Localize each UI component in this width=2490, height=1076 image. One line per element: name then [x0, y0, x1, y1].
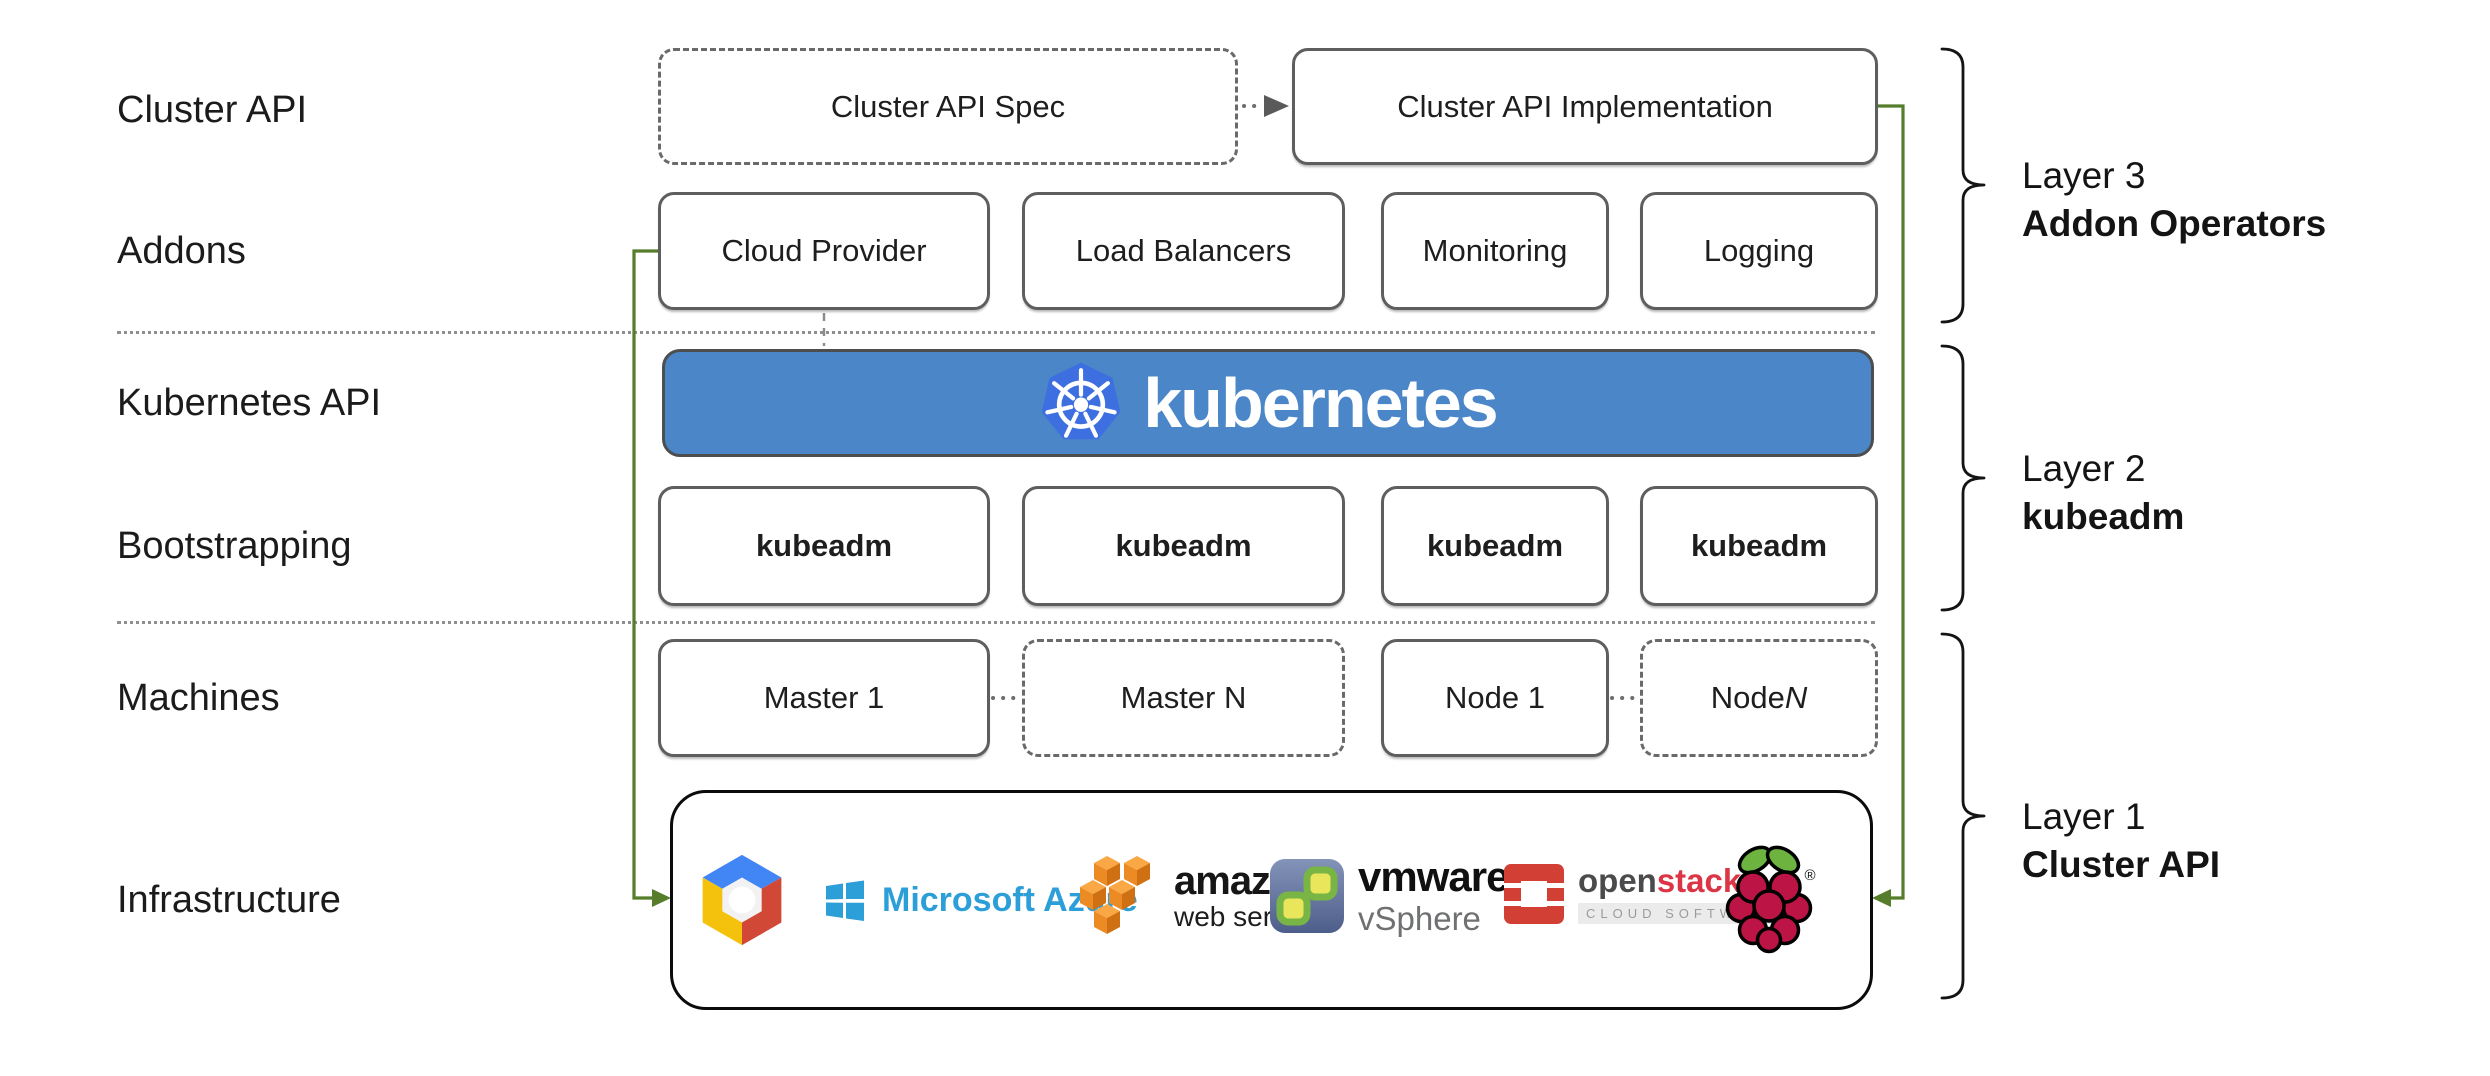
box-load-balancers: Load Balancers [1022, 192, 1345, 310]
brace-layer-3 [1940, 47, 1986, 324]
vmware-vsphere-logo: vmware® vSphere [1270, 853, 1520, 937]
layer-2-title: Layer 2 [2022, 448, 2146, 489]
layer-3-subtitle: Addon Operators [2022, 203, 2327, 244]
row-label-infrastructure: Infrastructure [117, 879, 341, 921]
kubernetes-wordmark: kubernetes [1143, 364, 1498, 442]
box-node-n-label: Node [1710, 680, 1785, 715]
layer-1-subtitle: Cluster API [2022, 844, 2221, 885]
layer-1-title: Layer 1 [2022, 796, 2146, 837]
box-logging-label: Logging [1703, 233, 1815, 268]
box-node-1: Node 1 [1381, 639, 1609, 757]
box-master-n-label: Master N [1120, 680, 1247, 715]
vmware-label: vmware [1358, 853, 1509, 900]
box-kubeadm-3-label: kubeadm [1426, 528, 1564, 563]
row-label-machines: Machines [117, 677, 280, 719]
row-label-kubernetes-api: Kubernetes API [117, 382, 382, 424]
box-cluster-api-implementation-label: Cluster API Implementation [1397, 88, 1773, 124]
brace-layer-2 [1940, 344, 1986, 612]
openstack-icon [1504, 864, 1564, 924]
box-kubeadm-2-label: kubeadm [1115, 528, 1252, 563]
raspberry-pi-logo: ® [1722, 838, 1818, 956]
layer-2-annotation: Layer 2 kubeadm [2022, 445, 2184, 541]
openstack-open-label: open [1578, 862, 1657, 899]
box-monitoring: Monitoring [1381, 192, 1609, 310]
green-arrowhead-right [1872, 889, 1891, 907]
box-node-n-n: N [1784, 680, 1808, 715]
box-kubeadm-1: kubeadm [658, 486, 990, 606]
box-kubeadm-2: kubeadm [1022, 486, 1345, 606]
box-cloud-provider: Cloud Provider [658, 192, 990, 310]
google-cloud-icon [702, 854, 782, 946]
vmware-label-block: vmware® vSphere [1358, 853, 1520, 937]
box-logging: Logging [1640, 192, 1878, 310]
box-cluster-api-spec-label: Cluster API Spec [830, 88, 1066, 124]
box-load-balancers-label: Load Balancers [1075, 233, 1292, 268]
dotted-separator-top [117, 331, 1875, 334]
green-arrowhead-left [652, 889, 671, 907]
green-connector-right [1876, 104, 1905, 900]
box-kubeadm-4: kubeadm [1640, 486, 1878, 606]
box-cluster-api-spec: Cluster API Spec [658, 48, 1238, 165]
spec-impl-arrowhead [1264, 95, 1289, 117]
dotted-separator-bottom [117, 621, 1875, 624]
vsphere-icon [1270, 858, 1344, 933]
row-label-cluster-api: Cluster API [117, 89, 308, 131]
layer-3-title: Layer 3 [2022, 155, 2146, 196]
row-label-addons: Addons [117, 230, 246, 272]
vsphere-label: vSphere [1358, 900, 1481, 937]
box-kubeadm-3: kubeadm [1381, 486, 1609, 606]
windows-flag-icon [826, 880, 864, 921]
box-kubeadm-4-label: kubeadm [1690, 528, 1828, 563]
box-monitoring-label: Monitoring [1422, 233, 1568, 268]
green-connector-left [632, 249, 660, 900]
aws-cubes-icon [1080, 856, 1150, 934]
box-node-n: Node N [1640, 639, 1878, 757]
row-label-bootstrapping: Bootstrapping [117, 525, 352, 567]
google-cloud-logo [694, 852, 790, 948]
box-master-1-label: Master 1 [763, 680, 885, 715]
box-master-n: Master N [1022, 639, 1345, 757]
box-kubeadm-1-label: kubeadm [755, 528, 893, 563]
box-cloud-provider-label: Cloud Provider [721, 233, 927, 268]
box-node-1-label: Node 1 [1445, 680, 1545, 715]
layer-3-annotation: Layer 3 Addon Operators [2022, 152, 2326, 248]
layer-1-annotation: Layer 1 Cluster API [2022, 793, 2220, 889]
box-master-1: Master 1 [658, 639, 990, 757]
kubernetes-banner: kubernetes [662, 349, 1874, 457]
raspberry-pi-registered-mark: ® [1804, 867, 1815, 884]
kubernetes-logo-icon [1041, 362, 1121, 440]
layer-2-subtitle: kubeadm [2022, 496, 2185, 537]
box-cluster-api-implementation: Cluster API Implementation [1292, 48, 1878, 165]
openstack-stack-label: stack [1656, 862, 1742, 899]
brace-layer-1 [1940, 632, 1986, 1000]
raspberry-pi-icon: ® [1725, 845, 1816, 954]
